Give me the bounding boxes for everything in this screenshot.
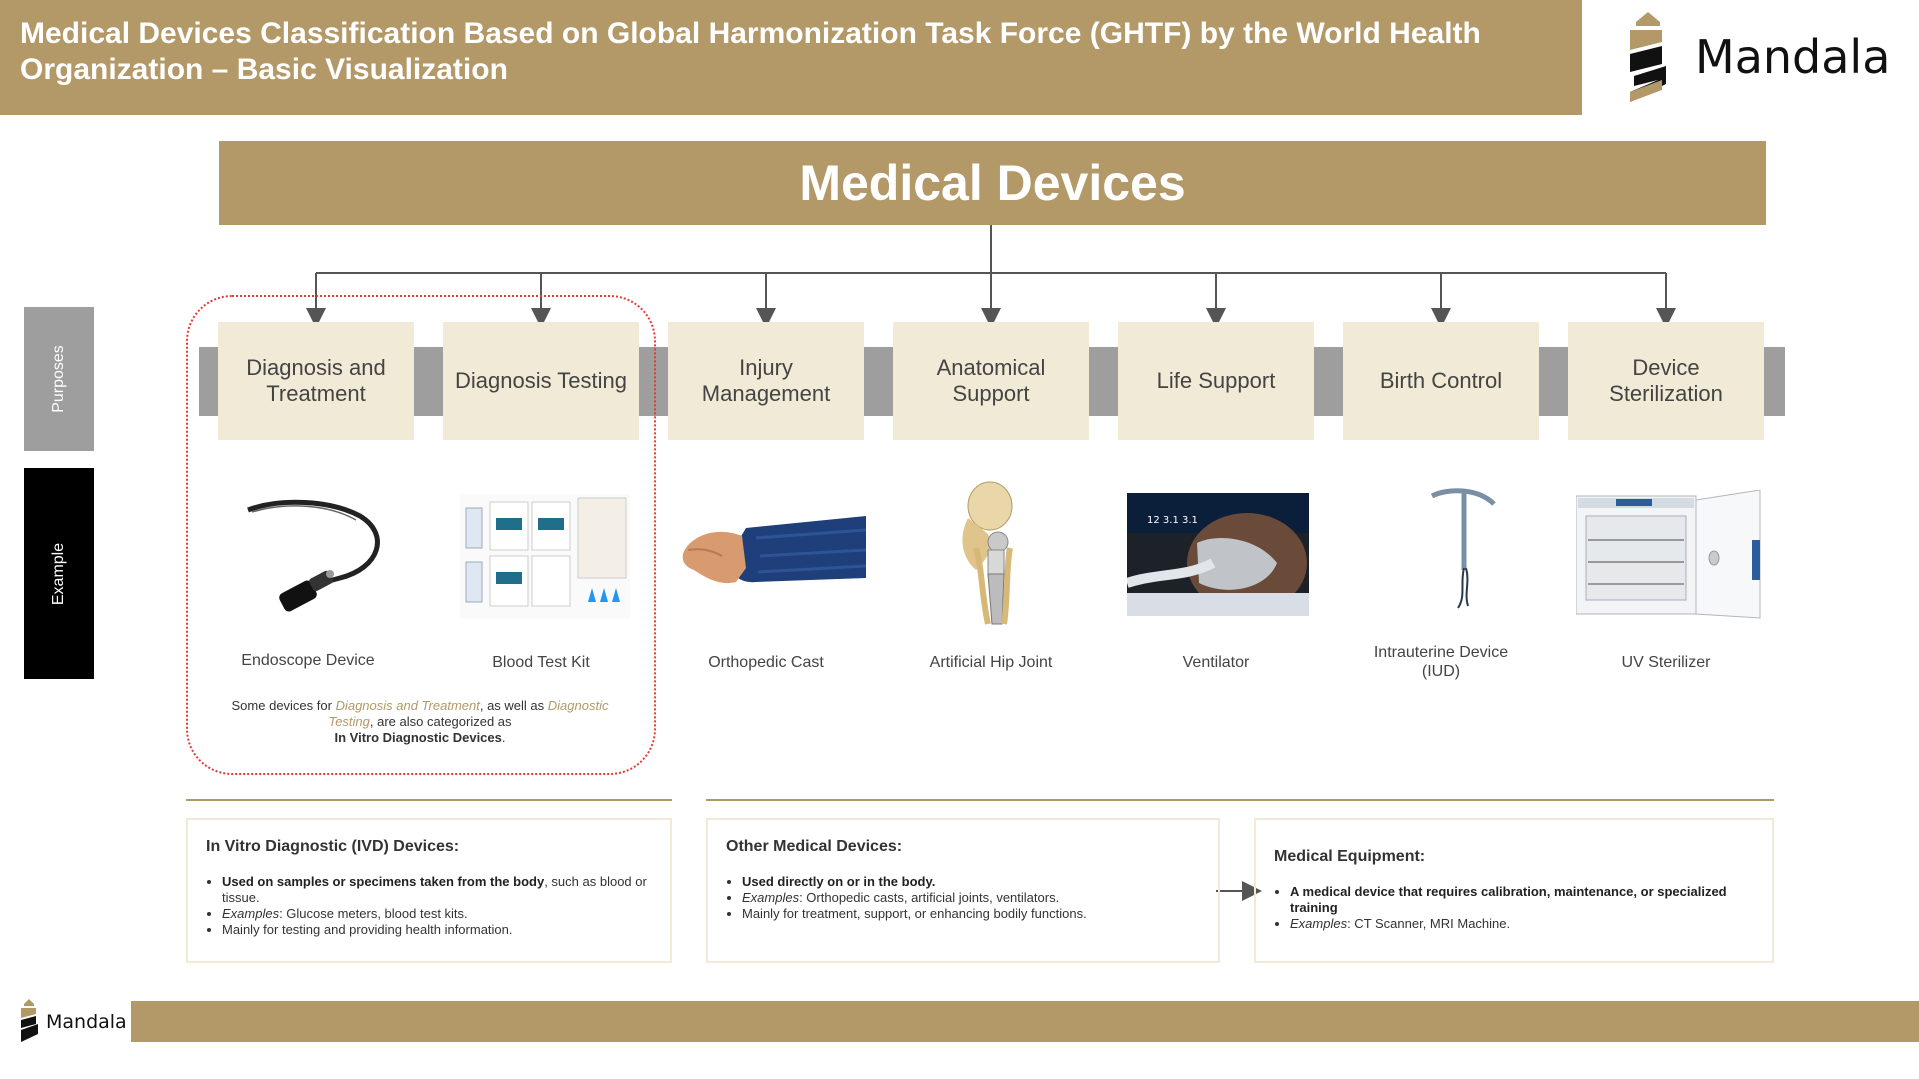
purpose-box-6: Birth Control bbox=[1343, 322, 1539, 440]
purpose-box-3: Injury Management bbox=[668, 322, 864, 440]
uv-sterilizer-image bbox=[1576, 490, 1761, 619]
example-label-7: UV Sterilizer bbox=[1621, 654, 1711, 671]
other-divider bbox=[706, 799, 1774, 801]
example-label-6: Intrauterine Device (IUD) bbox=[1373, 644, 1509, 680]
purposes-side-label: Purposes bbox=[24, 307, 94, 451]
medical-equipment-info-box: Medical Equipment: A medical device that… bbox=[1254, 818, 1774, 963]
page-title: Medical Devices Classification Based on … bbox=[20, 17, 1481, 86]
ivd-note: Some devices for Diagnosis and Treatment… bbox=[231, 698, 609, 745]
other-devices-info-box: Other Medical Devices: Used directly on … bbox=[706, 818, 1220, 963]
root-medical-devices: Medical Devices bbox=[219, 141, 1766, 225]
example-label-2: Blood Test Kit bbox=[492, 654, 590, 671]
purpose-box-5: Life Support bbox=[1118, 322, 1314, 440]
purpose-box-4: Anatomical Support bbox=[893, 322, 1089, 440]
iud-image bbox=[1430, 488, 1496, 609]
ivd-highlight-outline bbox=[186, 295, 656, 775]
mandala-logo-icon bbox=[1630, 12, 1666, 102]
header-bar bbox=[0, 0, 1582, 115]
blood-test-kit-image bbox=[460, 494, 630, 619]
purpose-label: Anatomical Support bbox=[936, 355, 1046, 406]
purpose-box-2: Diagnosis Testing bbox=[443, 322, 639, 440]
purpose-label: Device Sterilization bbox=[1609, 355, 1723, 406]
example-label-5: Ventilator bbox=[1182, 654, 1250, 671]
brand-name: Mandala bbox=[1695, 30, 1891, 84]
purpose-box-1: Diagnosis and Treatment bbox=[218, 322, 414, 440]
purpose-label: Diagnosis and Treatment bbox=[246, 355, 386, 406]
ivd-divider bbox=[186, 799, 672, 801]
purpose-label: Diagnosis Testing bbox=[454, 368, 628, 393]
purpose-label: Birth Control bbox=[1379, 368, 1503, 393]
purpose-box-7: Device Sterilization bbox=[1568, 322, 1764, 440]
purpose-label: Injury Management bbox=[701, 355, 831, 406]
ivd-info-box: In Vitro Diagnostic (IVD) Devices: Used … bbox=[186, 818, 672, 963]
example-side-label: Example bbox=[24, 468, 94, 679]
footer-brand: Mandala bbox=[46, 1011, 127, 1033]
example-label-3: Orthopedic Cast bbox=[708, 654, 824, 671]
orthopedic-cast-image bbox=[682, 516, 866, 584]
svg-text:12 3.1 3.1: 12 3.1 3.1 bbox=[1147, 515, 1198, 526]
example-label-4: Artificial Hip Joint bbox=[929, 654, 1053, 671]
example-label-1: Endoscope Device bbox=[241, 652, 375, 669]
endoscope-image bbox=[247, 499, 380, 612]
artificial-hip-joint-image bbox=[962, 481, 1013, 625]
footer-logo-icon bbox=[21, 999, 38, 1042]
ventilator-image: 12 3.1 3.1 bbox=[1127, 493, 1309, 616]
footer-bar bbox=[131, 1001, 1919, 1042]
purpose-label: Life Support bbox=[1156, 368, 1276, 393]
